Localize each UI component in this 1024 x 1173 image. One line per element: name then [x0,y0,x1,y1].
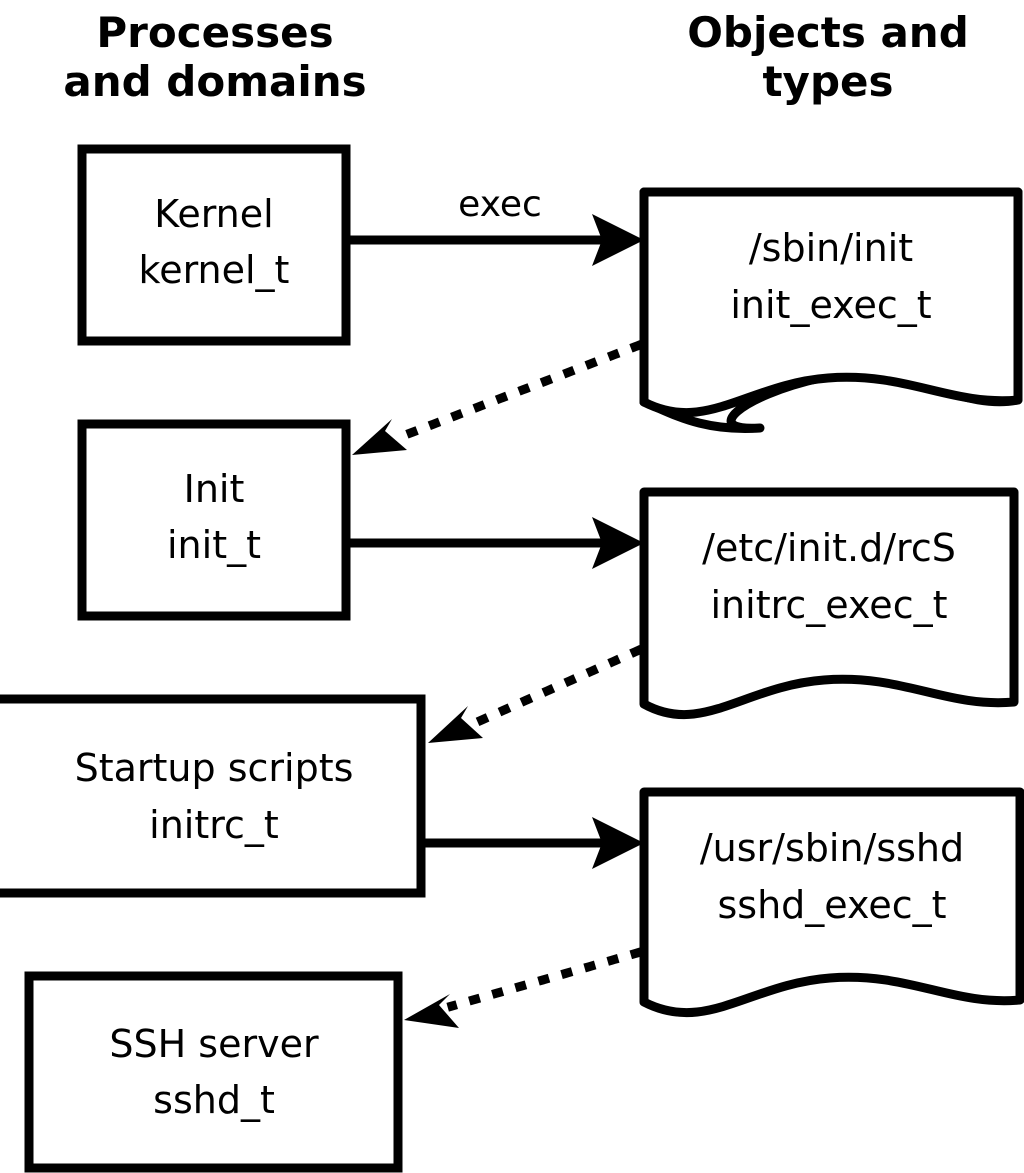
arrow-head-init_exec-to-init [352,419,407,455]
edge-initrc-exec-sshd_exec [425,817,644,869]
edge-initrc_exec-to-initrc [428,645,643,743]
arrow-head-init-to-initrc_exec [592,517,644,569]
edge-line-init_exec-to-init [394,340,643,443]
process-node-init-line1: Init [184,467,245,511]
object-node-sshd_exec-line2: sshd_exec_t [717,883,946,927]
arrow-head-sshd_exec-to-sshd [404,994,459,1028]
edge-init-exec-initrc_exec [350,517,644,569]
process-node-sshd[interactable]: SSH server sshd_t [24,971,403,1173]
column-header-processes-line1: Processes [96,8,333,57]
process-node-init[interactable]: Init init_t [77,419,351,621]
object-node-sshd_exec-line1: /usr/sbin/sshd [700,826,964,870]
process-node-kernel-line2: kernel_t [139,248,290,292]
process-node-initrc-box[interactable] [0,694,426,898]
object-node-init_exec-line2: init_exec_t [730,283,931,327]
object-node-init_exec-line1: /sbin/init [749,226,913,270]
process-node-kernel-line1: Kernel [154,192,273,236]
object-node-initrc_exec[interactable]: /etc/init.d/rcS initrc_exec_t [639,487,1019,719]
column-header-processes-line2: and domains [63,57,366,106]
column-header-objects-line2: types [762,57,893,106]
edge-init_exec-to-init [352,340,643,455]
object-node-init_exec[interactable]: /sbin/init init_exec_t [639,187,1023,434]
process-node-initrc-line2: initrc_t [149,803,279,847]
object-node-sshd_exec-shape[interactable] [639,787,1024,1017]
edge-line-sshd_exec-to-sshd [446,947,643,1012]
column-header-objects-line1: Objects and [687,8,969,57]
process-node-init-line2: init_t [167,523,261,567]
object-node-initrc_exec-shape[interactable] [639,487,1019,719]
edge-line-initrc_exec-to-initrc [469,645,643,729]
column-header-processes: Processes and domains [63,8,366,106]
edge-label-exec: exec [458,184,542,225]
process-node-init-box[interactable] [77,419,351,621]
edge-kernel-exec-init_exec: exec [350,184,644,266]
process-node-initrc[interactable]: Startup scripts initrc_t [0,694,426,898]
process-node-sshd-line2: sshd_t [153,1078,275,1122]
arrow-head-initrc-to-sshd_exec [592,817,644,869]
arrow-head-initrc_exec-to-initrc [428,706,483,743]
arrow-head-kernel-to-init_exec [592,214,644,266]
object-node-init_exec-shape-outline[interactable] [639,187,1023,417]
process-node-initrc-line1: Startup scripts [75,746,354,790]
process-node-kernel-box[interactable] [77,144,351,346]
column-header-objects: Objects and types [687,8,969,106]
process-node-sshd-box[interactable] [24,971,403,1173]
process-node-sshd-line1: SSH server [109,1022,319,1066]
process-node-kernel[interactable]: Kernel kernel_t [77,144,351,346]
object-node-sshd_exec[interactable]: /usr/sbin/sshd sshd_exec_t [639,787,1024,1017]
object-node-initrc_exec-line2: initrc_exec_t [711,583,948,627]
edge-sshd_exec-to-sshd [404,947,643,1028]
object-node-initrc_exec-line1: /etc/init.d/rcS [702,526,956,570]
